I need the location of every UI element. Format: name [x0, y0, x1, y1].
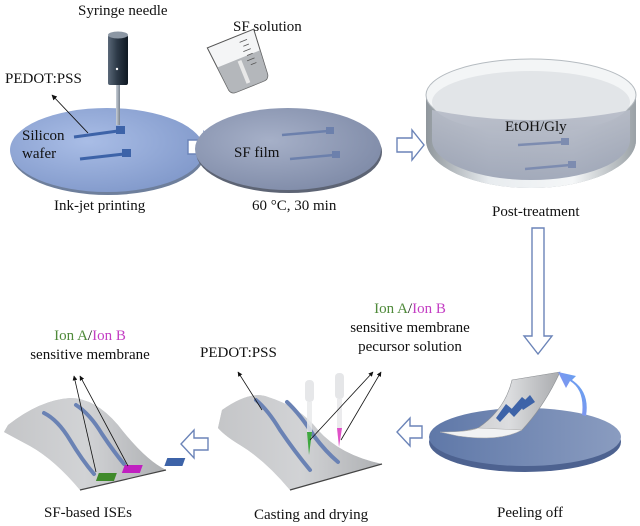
- casting-ion-label: Ion A/Ion B: [330, 301, 490, 318]
- casting-pad-b: [164, 458, 186, 466]
- step-caption-sf-film: 60 °C, 30 min: [252, 198, 337, 214]
- casting-membrane-label: sensitive membrane: [350, 320, 470, 336]
- peeled-electrodes: [496, 395, 535, 422]
- casting-scene: [129, 371, 383, 491]
- slash: /: [407, 301, 413, 317]
- beaker-icon: [206, 28, 269, 94]
- sf-film-wafer: [195, 108, 382, 193]
- flow-arrow-left-icon: [180, 428, 209, 460]
- flow-arrow-left-icon: [396, 416, 423, 448]
- syringe-needle-label: Syringe needle: [78, 3, 168, 19]
- petri-dish-icon: [425, 58, 637, 188]
- slash: /: [87, 328, 93, 344]
- etoh-gly-label: EtOH/Gly: [505, 119, 567, 135]
- ink-jet-printing-scene: [10, 31, 205, 195]
- ises-ion-label: Ion A/Ion B: [20, 328, 160, 345]
- wafer-label: wafer: [22, 146, 57, 162]
- ion-b-membrane-pad: [121, 465, 143, 473]
- peeling-scene: [429, 371, 621, 472]
- silicon-wafer: [10, 108, 205, 195]
- ion-a-label: Ion A: [374, 301, 408, 317]
- ion-b-label: Ion B: [92, 328, 126, 344]
- pedot-pss-label-top: PEDOT:PSS: [5, 71, 82, 87]
- flow-arrow-right-icon: [396, 128, 425, 162]
- flow-arrow-down-icon: [522, 227, 554, 356]
- ion-b-label: Ion B: [412, 301, 446, 317]
- step-caption-ink-jet: Ink-jet printing: [54, 198, 146, 214]
- sf-solution-label: SF solution: [233, 19, 302, 35]
- ion-a-membrane-pad: [95, 473, 117, 481]
- step-caption-peeling: Peeling off: [497, 505, 563, 521]
- step-caption-post-treatment: Post-treatment: [492, 204, 580, 220]
- peel-direction-arrow-icon: [558, 372, 587, 416]
- casting-precursor-label: pecursor solution: [358, 339, 462, 355]
- ises-scene: [4, 375, 167, 491]
- ion-a-label: Ion A: [54, 328, 88, 344]
- sf-film-label: SF film: [234, 145, 280, 161]
- silicon-label: Silicon: [22, 128, 65, 144]
- step-caption-casting: Casting and drying: [254, 507, 369, 523]
- syringe-needle-icon: [108, 31, 128, 125]
- ises-membrane-label: sensitive membrane: [30, 347, 150, 363]
- pipette-magenta-icon: [335, 373, 344, 447]
- step-caption-ises: SF-based ISEs: [44, 505, 132, 521]
- printed-electrode-lines: [73, 126, 131, 161]
- pedot-pss-label-bottom: PEDOT:PSS: [200, 345, 277, 361]
- sf-film-scene: [195, 28, 382, 193]
- film-electrode-lines: [281, 129, 335, 161]
- pedot-pss-pointer: [51, 94, 89, 134]
